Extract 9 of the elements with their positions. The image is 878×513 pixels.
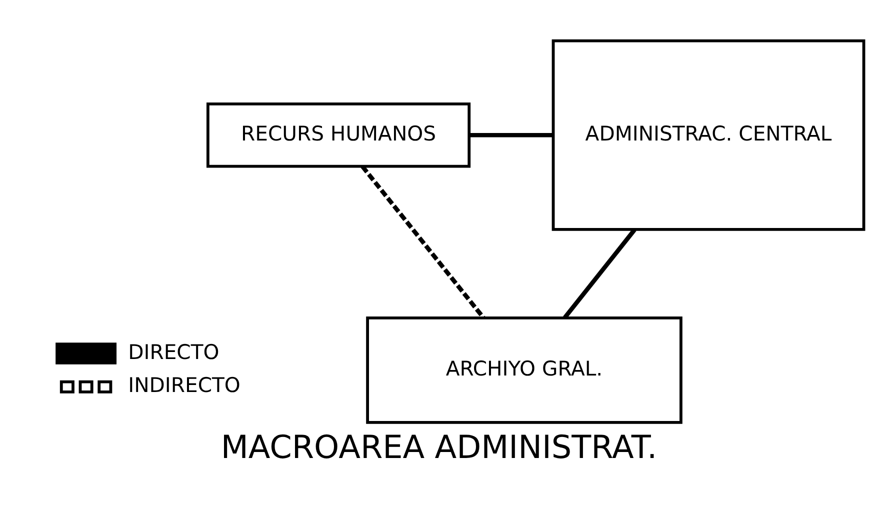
connector xyxy=(469,132,553,137)
legend-label: DIRECTO xyxy=(128,339,220,364)
legend-label: INDIRECTO xyxy=(128,372,240,397)
node-box: RECURS HUMANOS xyxy=(206,102,471,168)
connector xyxy=(563,228,636,319)
node-box: ARCHIYO GRAL. xyxy=(366,316,682,424)
caption: MACROAREA ADMINISTRAT. xyxy=(220,428,658,466)
connector xyxy=(360,164,486,319)
node-box: ADMINISTRAC. CENTRAL xyxy=(552,38,866,230)
